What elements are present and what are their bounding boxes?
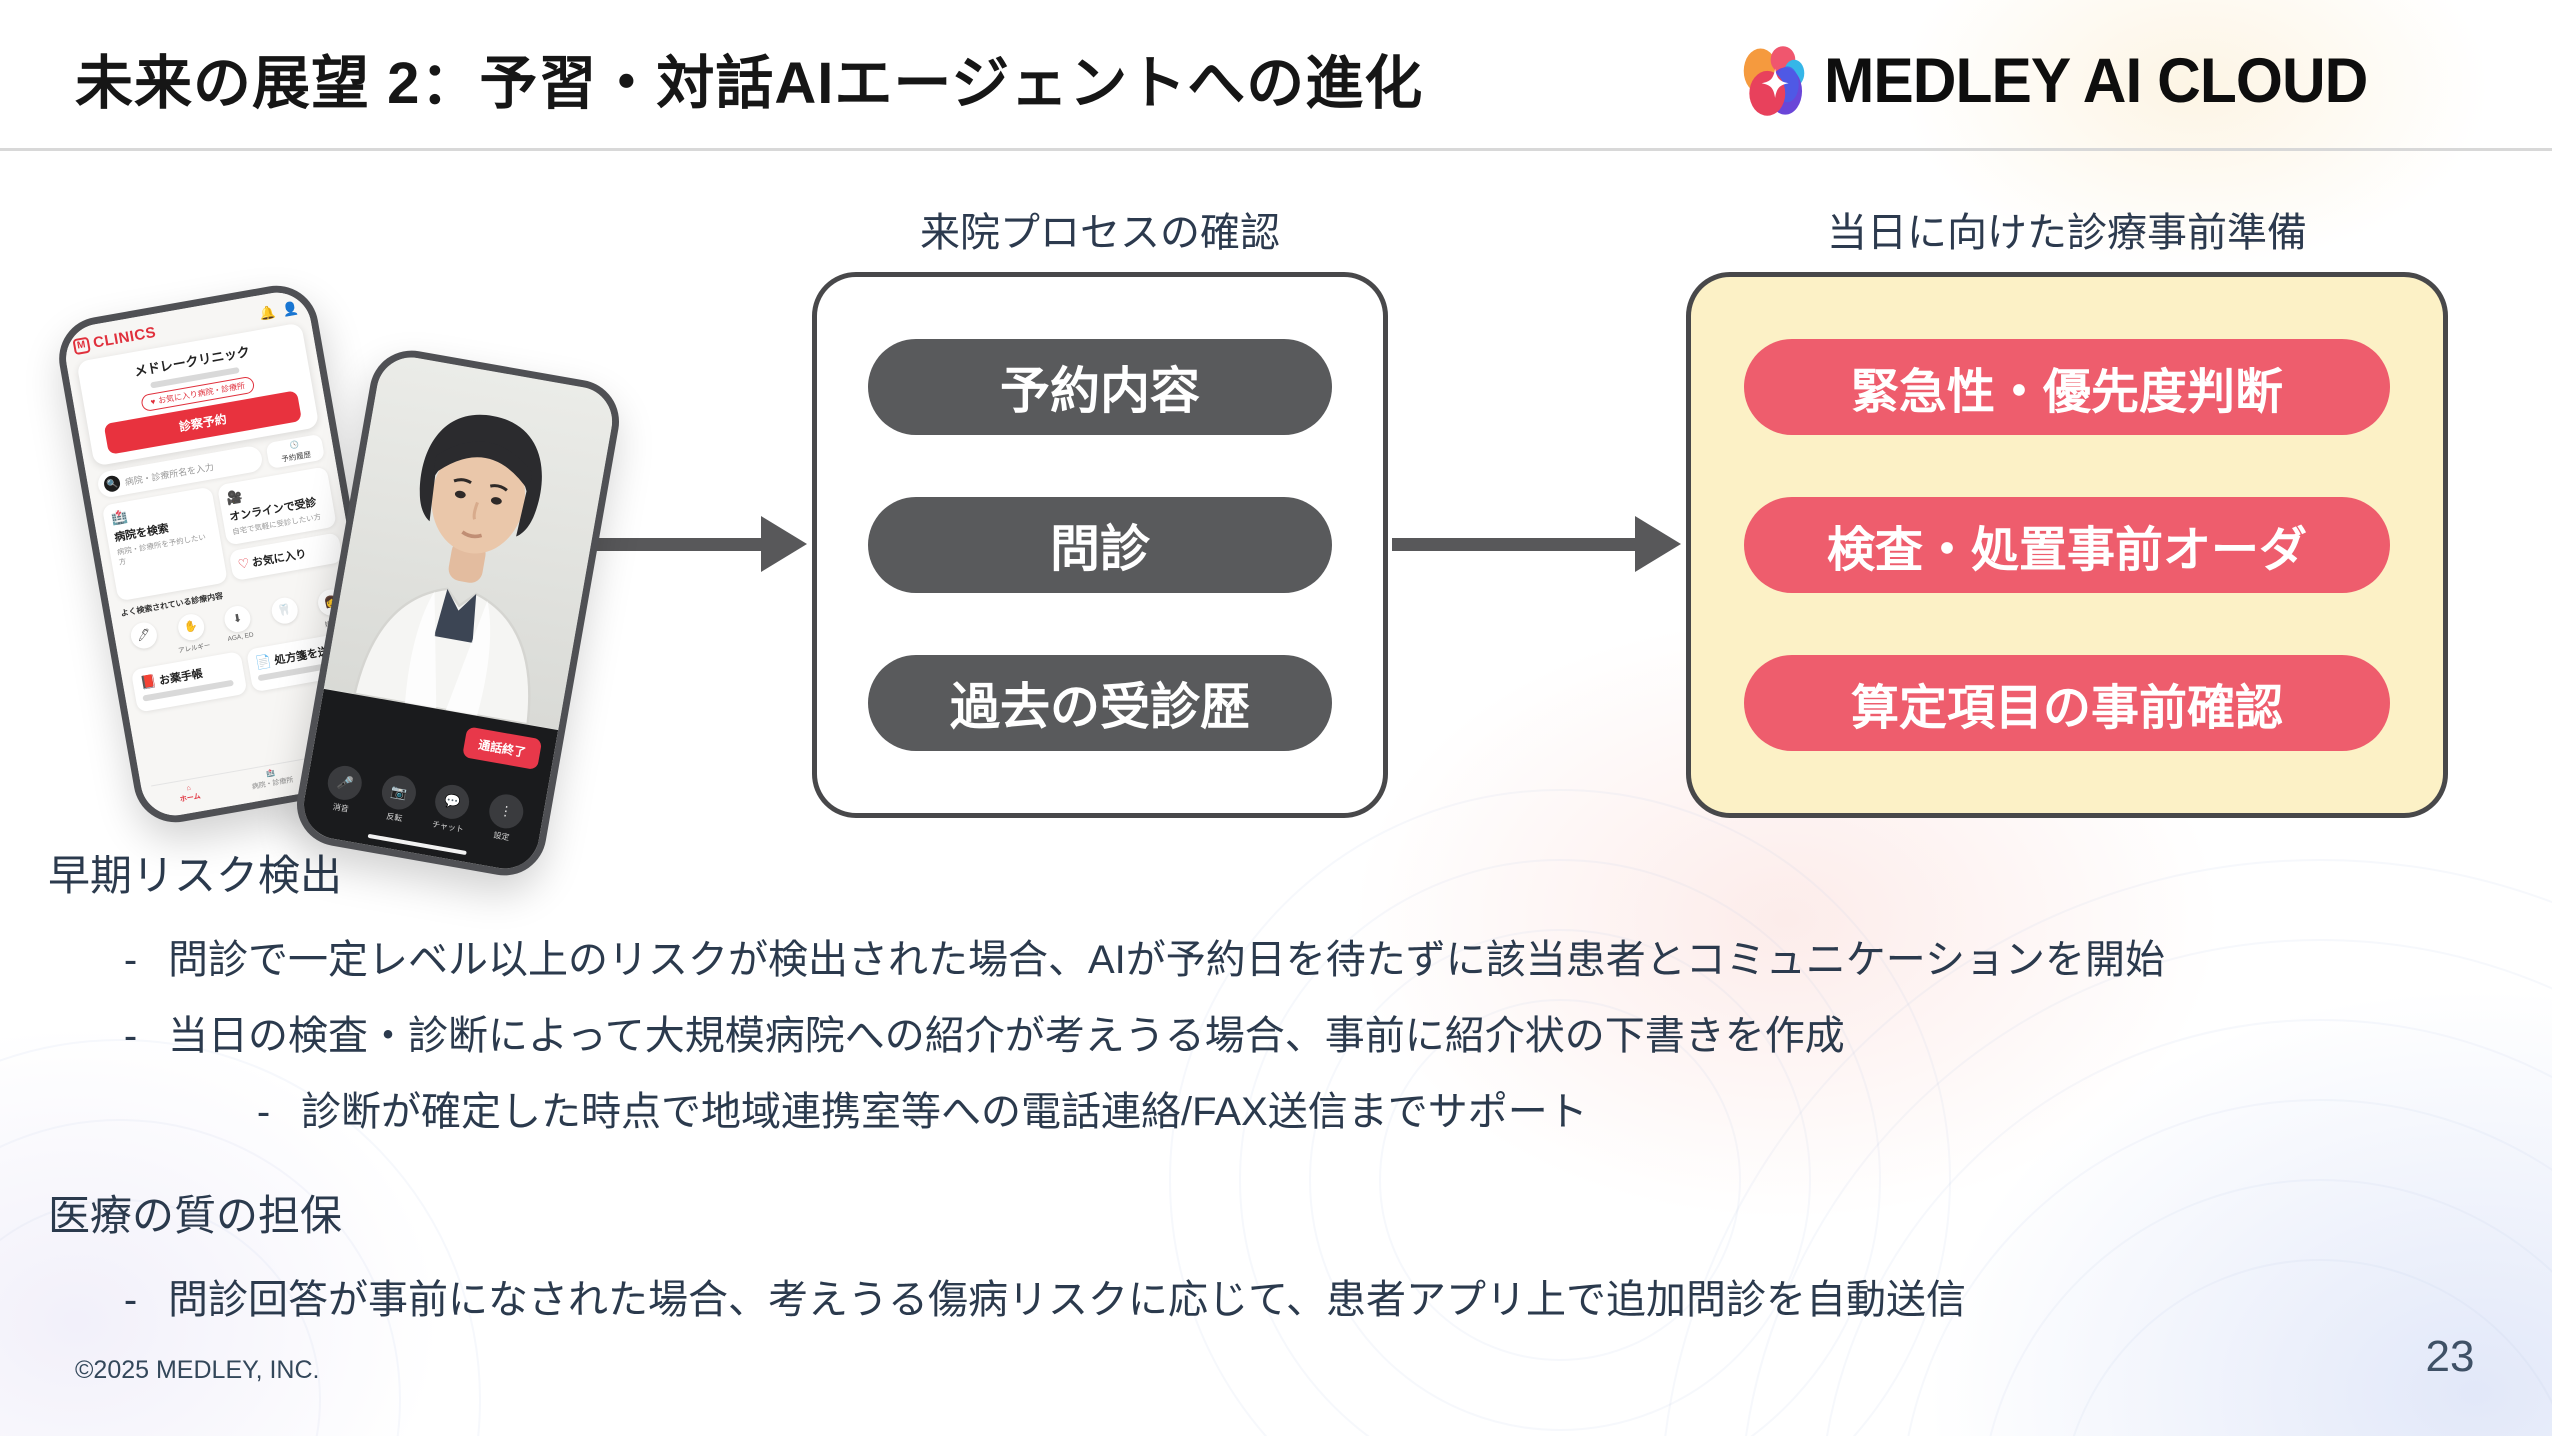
pill-billing-check: 算定項目の事前確認 <box>1743 655 2391 751</box>
pill-urgency-priority: 緊急性・優先度判断 <box>1743 339 2391 435</box>
chat-icon: 💬 <box>432 782 472 822</box>
label-day-preparation: 当日に向けた診療事前準備 <box>1827 211 2307 255</box>
end-call-button: 通話終了 <box>462 725 543 770</box>
settings-control: ⋮ 設定 <box>484 791 526 845</box>
heart-outline-icon: ♡ <box>236 554 251 572</box>
phone-video-call: 通話終了 🎤 消音 📷 反転 💬 チャット ⋮ 設定 <box>290 343 626 883</box>
search-hospital-card: 🏥 病院を検索 病院・診療所を予約したい方 <box>101 486 228 602</box>
search-icon: 🔍 <box>102 474 122 493</box>
flip-camera-control: 📷 反転 <box>377 772 419 826</box>
online-care-card: 🎥 オンラインで受診 自宅で気軽に受診したい方 <box>216 466 337 546</box>
section-quality: 医療の質の担保 - 問診回答が事前になされた場合、考えうる傷病リスクに応じて、患… <box>48 1182 1966 1349</box>
header-divider <box>0 148 2552 151</box>
thermometer-icon: 🖊 <box>128 620 159 651</box>
pill-pre-order: 検査・処置事前オーダ <box>1743 497 2391 593</box>
section-early-risk: 早期リスク検出 - 問診で一定レベル以上のリスクが検出された場合、AIが予約日を… <box>48 842 2165 1161</box>
nav-hospital: 🏥 病院・診療所 <box>251 769 294 791</box>
medicine-notebook-card: 📕 お薬手帳 <box>130 650 248 713</box>
page-number: 23 <box>2425 1332 2475 1381</box>
preparation-box: 緊急性・優先度判断 検査・処置事前オーダ 算定項目の事前確認 <box>1686 272 2448 818</box>
allergy-icon: ✋ <box>175 611 206 643</box>
clinics-logo-icon: M <box>72 336 91 355</box>
section-heading: 早期リスク検出 <box>48 852 343 899</box>
building-icon: 🏥 <box>266 769 276 779</box>
bullet-marker: - <box>256 1090 271 1134</box>
bullet-item: - 問診で一定レベル以上のリスクが検出された場合、AIが予約日を待たずに該当患者… <box>48 933 2165 987</box>
flip-camera-icon: 📷 <box>379 772 419 813</box>
bullet-item: - 当日の検査・診断によって大規模病院への紹介が考えうる場合、事前に紹介状の下書… <box>48 1009 2165 1063</box>
medley-blob-icon <box>1743 46 1805 116</box>
home-indicator <box>367 833 467 856</box>
bullet-text: 診断が確定した時点で地域連携室等への電話連絡/FAX送信までサポート <box>301 1090 1588 1134</box>
mute-icon: 🎤 <box>325 763 365 803</box>
settings-icon: ⋮ <box>486 791 526 832</box>
chat-control: 💬 チャット <box>430 782 472 835</box>
notebook-icon: 📕 <box>138 672 158 691</box>
brand-logo-text: MEDLEY AI CLOUD <box>1824 46 2368 116</box>
home-icon: ⌂ <box>185 784 192 792</box>
bullet-marker: - <box>123 1278 138 1322</box>
pill-reservation-details: 予約内容 <box>867 339 1333 435</box>
aga-icon: ⬇ <box>222 603 253 634</box>
bell-icon: 🔔 <box>258 303 277 321</box>
category-item: ✋ アレルギー <box>172 611 212 654</box>
page-title: 未来の展望 2：予習・対話AIエージェントへの進化 <box>75 51 1424 116</box>
pill-interview: 問診 <box>867 497 1333 593</box>
heart-icon: ♥ <box>149 397 157 407</box>
mute-control: 🎤 消音 <box>323 763 365 816</box>
bullet-text: 当日の検査・診断によって大規模病院への紹介が考えうる場合、事前に紹介状の下書きを… <box>168 1014 1845 1058</box>
bullet-marker: - <box>123 1014 138 1058</box>
nav-home: ⌂ ホーム <box>179 784 202 804</box>
category-item: ⬇ AGA, ED <box>218 603 258 646</box>
brand-logo: MEDLEY AI CLOUD <box>1742 44 2390 118</box>
section-heading: 医療の質の担保 <box>48 1192 343 1239</box>
call-controls: 🎤 消音 📷 反転 💬 チャット ⋮ 設定 <box>303 760 546 849</box>
clinics-brand-text: CLINICS <box>91 323 158 352</box>
category-item: 🖊 <box>125 619 165 662</box>
pill-past-visits: 過去の受診歴 <box>867 655 1333 751</box>
clock-icon: 🕓 <box>288 439 300 451</box>
tooth-icon: 🦷 <box>269 595 300 626</box>
bullet-item: - 問診回答が事前になされた場合、考えうる傷病リスクに応じて、患者アプリ上で追加… <box>48 1273 1966 1327</box>
prescription-icon: 📄 <box>254 652 273 671</box>
bullet-text: 問診で一定レベル以上のリスクが検出された場合、AIが予約日を待たずに該当患者とコ… <box>168 938 2165 982</box>
visit-process-box: 予約内容 問診 過去の受診歴 <box>812 272 1388 818</box>
bullet-marker: - <box>123 938 138 982</box>
copyright: ©2025 MEDLEY, INC. <box>75 1356 320 1384</box>
profile-icon: 👤 <box>280 299 300 317</box>
label-visit-process: 来院プロセスの確認 <box>920 211 1280 255</box>
arrow-process-to-preparation <box>1392 516 1682 573</box>
bullet-item: - 診断が確定した時点で地域連携室等への電話連絡/FAX送信までサポート <box>48 1085 2165 1139</box>
category-item: 🦷 <box>265 595 305 638</box>
doctor-photo <box>323 352 618 730</box>
bullet-text: 問診回答が事前になされた場合、考えうる傷病リスクに応じて、患者アプリ上で追加問診… <box>168 1278 1966 1322</box>
reservation-history-card: 🕓 予約履歴 <box>265 433 326 470</box>
